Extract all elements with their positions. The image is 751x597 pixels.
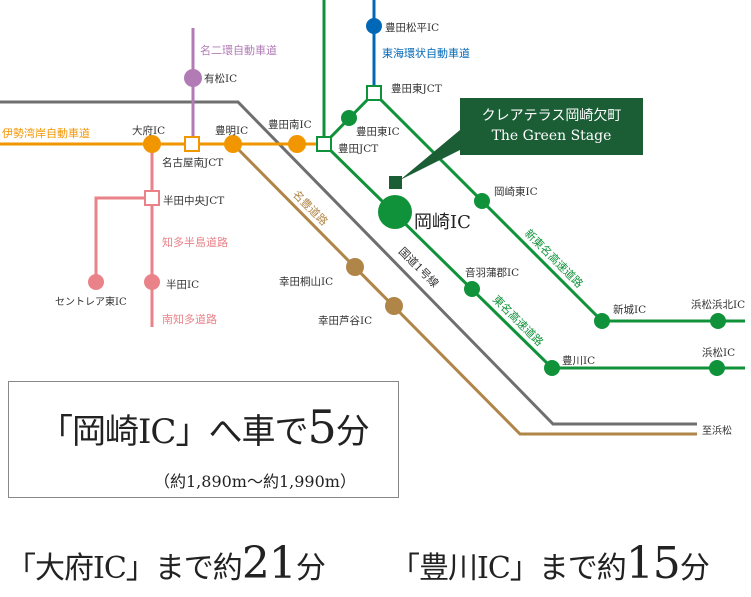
toyotahigashi-ic-label: 豊田東IC	[356, 125, 400, 138]
minamichita-label: 南知多道路	[162, 312, 217, 326]
okazaki-access-unit: 分	[335, 412, 370, 452]
nagoyaminami-jct-square	[184, 136, 200, 152]
meinikan-label: 名二環自動車道	[200, 43, 277, 57]
toyokawa-access-prefix: 「豊川IC」まで約	[390, 551, 627, 586]
tomei-label: 東名高速道路	[490, 292, 547, 349]
obu-access-minutes: 21	[241, 538, 297, 589]
okazaki-distance: （約1,890m〜約1,990m）	[154, 472, 356, 491]
okazaki-ic-label: 岡崎IC	[414, 212, 471, 233]
handa-ic-dot	[144, 274, 160, 290]
property-callout: クレアテラス岡崎欠町 The Green Stage	[460, 98, 643, 155]
toyota-jct-square	[316, 136, 332, 152]
obu-ic-label: 大府IC	[132, 124, 165, 137]
hamamatsu-ic-dot	[709, 360, 725, 376]
toyokawa-access-minutes: 15	[625, 538, 681, 589]
obu-access-prefix: 「大府IC」まで約	[6, 551, 243, 586]
hamamatsuhamakita-ic-dot	[710, 313, 726, 329]
shintomei-label: 新東名高速道路	[522, 226, 586, 290]
obu-ic-dot	[143, 135, 161, 153]
okazakihigashi-ic-dot	[474, 193, 490, 209]
okazaki-ic-dot	[378, 195, 412, 229]
kotahazuyama-ic-label: 幸田桐山IC	[279, 275, 333, 288]
toyoake-ic-label: 豊明IC	[215, 124, 248, 137]
callout-pointer	[400, 130, 460, 180]
centrair-ic-label: セントレア東IC	[55, 295, 127, 308]
meitoyo-line	[231, 142, 697, 436]
arimatsu-ic-label: 有松IC	[204, 72, 237, 85]
otowagamagori-ic-dot	[464, 281, 480, 297]
toyotaminami-ic-label: 豊田南IC	[268, 118, 312, 131]
shinshiro-ic-dot	[594, 313, 610, 329]
toyokawa-access-time: 「豊川IC」まで約15分	[390, 538, 710, 589]
centrair-ic-dot	[88, 274, 104, 290]
otowagamagori-ic-label: 音羽蒲郡IC	[465, 266, 519, 279]
toyoake-ic-dot	[224, 135, 242, 153]
okazakihigashi-ic-label: 岡崎東IC	[494, 185, 538, 198]
handa-chuo-jct-label: 半田中央JCT	[163, 194, 224, 207]
toyotaminami-ic-dot	[288, 135, 306, 153]
property-name-en: The Green Stage	[491, 128, 612, 144]
nagoyaminami-jct-label: 名古屋南JCT	[162, 156, 223, 169]
okazaki-access-time: 「岡崎IC」へ車で5分	[39, 400, 370, 454]
toyokawa-ic-dot	[544, 360, 560, 376]
kotaashiya-ic-label: 幸田芦谷IC	[318, 315, 372, 327]
tomei-line	[322, 0, 745, 370]
handa-chuo-jct-square	[144, 190, 160, 206]
kotahazuyama-ic-dot	[346, 258, 364, 276]
isewan-label: 伊勢湾岸自動車道	[2, 126, 90, 140]
toyotahigashi-ic-dot	[341, 110, 357, 126]
property-name-ja: クレアテラス岡崎欠町	[481, 108, 622, 124]
shinshiro-ic-label: 新城IC	[613, 303, 646, 316]
okazaki-access-prefix: 「岡崎IC」へ車で	[39, 412, 308, 452]
toyokawa-access-unit: 分	[679, 551, 710, 586]
chita-label: 知多半島道路	[162, 235, 228, 249]
to-hamamatsu-label: 至浜松	[702, 424, 732, 437]
toyotamatsudaira-ic-label: 豊田松平IC	[385, 21, 439, 34]
site-marker	[389, 176, 402, 189]
arimatsu-ic-dot	[184, 69, 202, 87]
toyotamatsudaira-ic-dot	[366, 18, 382, 34]
handa-ic-label: 半田IC	[166, 278, 199, 291]
toyotahigashi-jct-square	[366, 85, 382, 101]
hamamatsu-ic-label: 浜松IC	[702, 346, 735, 359]
okazaki-access-box: 「岡崎IC」へ車で5分 （約1,890m〜約1,990m）	[8, 381, 399, 498]
kotaashiya-ic-dot	[385, 297, 403, 315]
tokai-kanjo-label: 東海環状自動車道	[382, 46, 470, 60]
obu-access-unit: 分	[295, 551, 326, 586]
toyotahigashi-jct-label: 豊田東JCT	[391, 82, 442, 95]
route1-line	[0, 100, 697, 426]
hamamatsuhamakita-ic-label: 浜松浜北IC	[691, 298, 745, 311]
toyokawa-ic-label: 豊川IC	[562, 354, 595, 367]
toyota-jct-label: 豊田JCT	[338, 142, 378, 155]
obu-access-time: 「大府IC」まで約21分	[6, 538, 326, 589]
centrair-branch-line	[94, 196, 152, 282]
okazaki-access-minutes: 5	[307, 400, 336, 454]
